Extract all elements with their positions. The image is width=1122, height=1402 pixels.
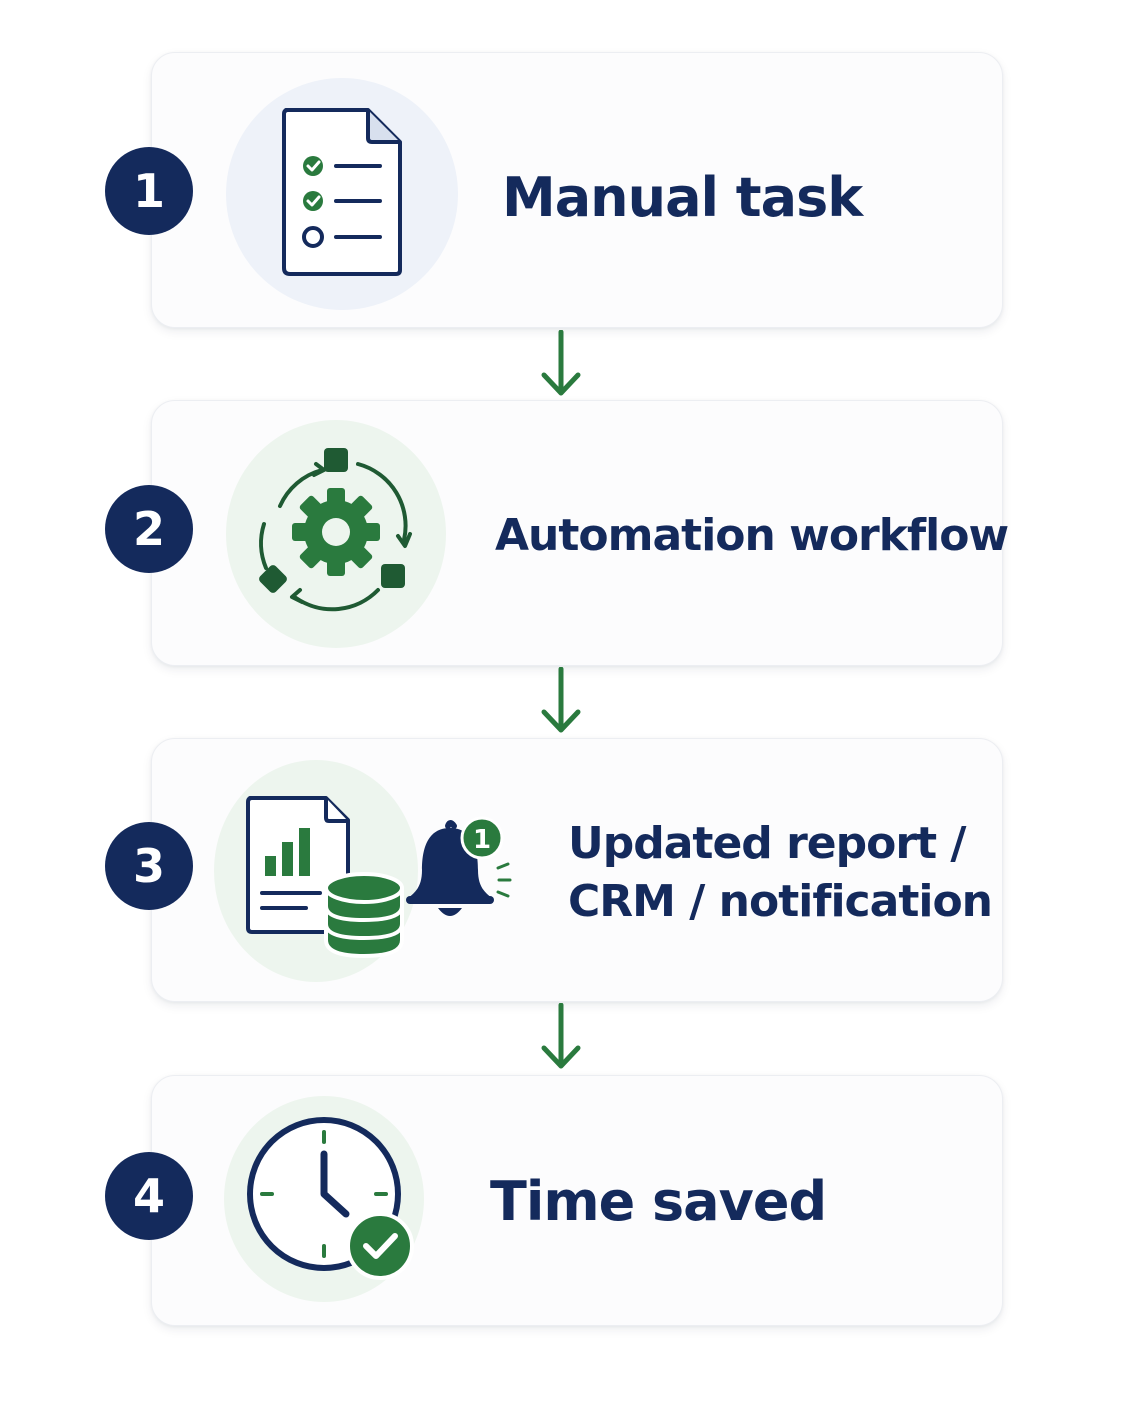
step-label: Automation workflow	[495, 510, 1009, 561]
step-number-badge: 3	[105, 822, 193, 910]
arrow-down-icon	[541, 1003, 581, 1069]
step-number-badge: 2	[105, 485, 193, 573]
step-label: Time saved	[490, 1170, 827, 1233]
gear-cycle-icon	[259, 448, 412, 612]
arrow-down-icon	[541, 667, 581, 733]
step-label-line-1: Updated report /	[568, 818, 966, 869]
arrow-down-icon	[541, 330, 581, 396]
step-label: Manual task	[502, 166, 863, 229]
report-database-icon	[246, 796, 404, 959]
step-number-badge: 4	[105, 1152, 193, 1240]
clock-check-icon	[247, 1117, 414, 1280]
step-number-badge: 1	[105, 147, 193, 235]
bell-icon: 1	[406, 816, 512, 916]
checklist-document-icon	[282, 108, 402, 276]
step-label-line-2: CRM / notification	[568, 876, 993, 927]
notification-count: 1	[473, 825, 491, 855]
